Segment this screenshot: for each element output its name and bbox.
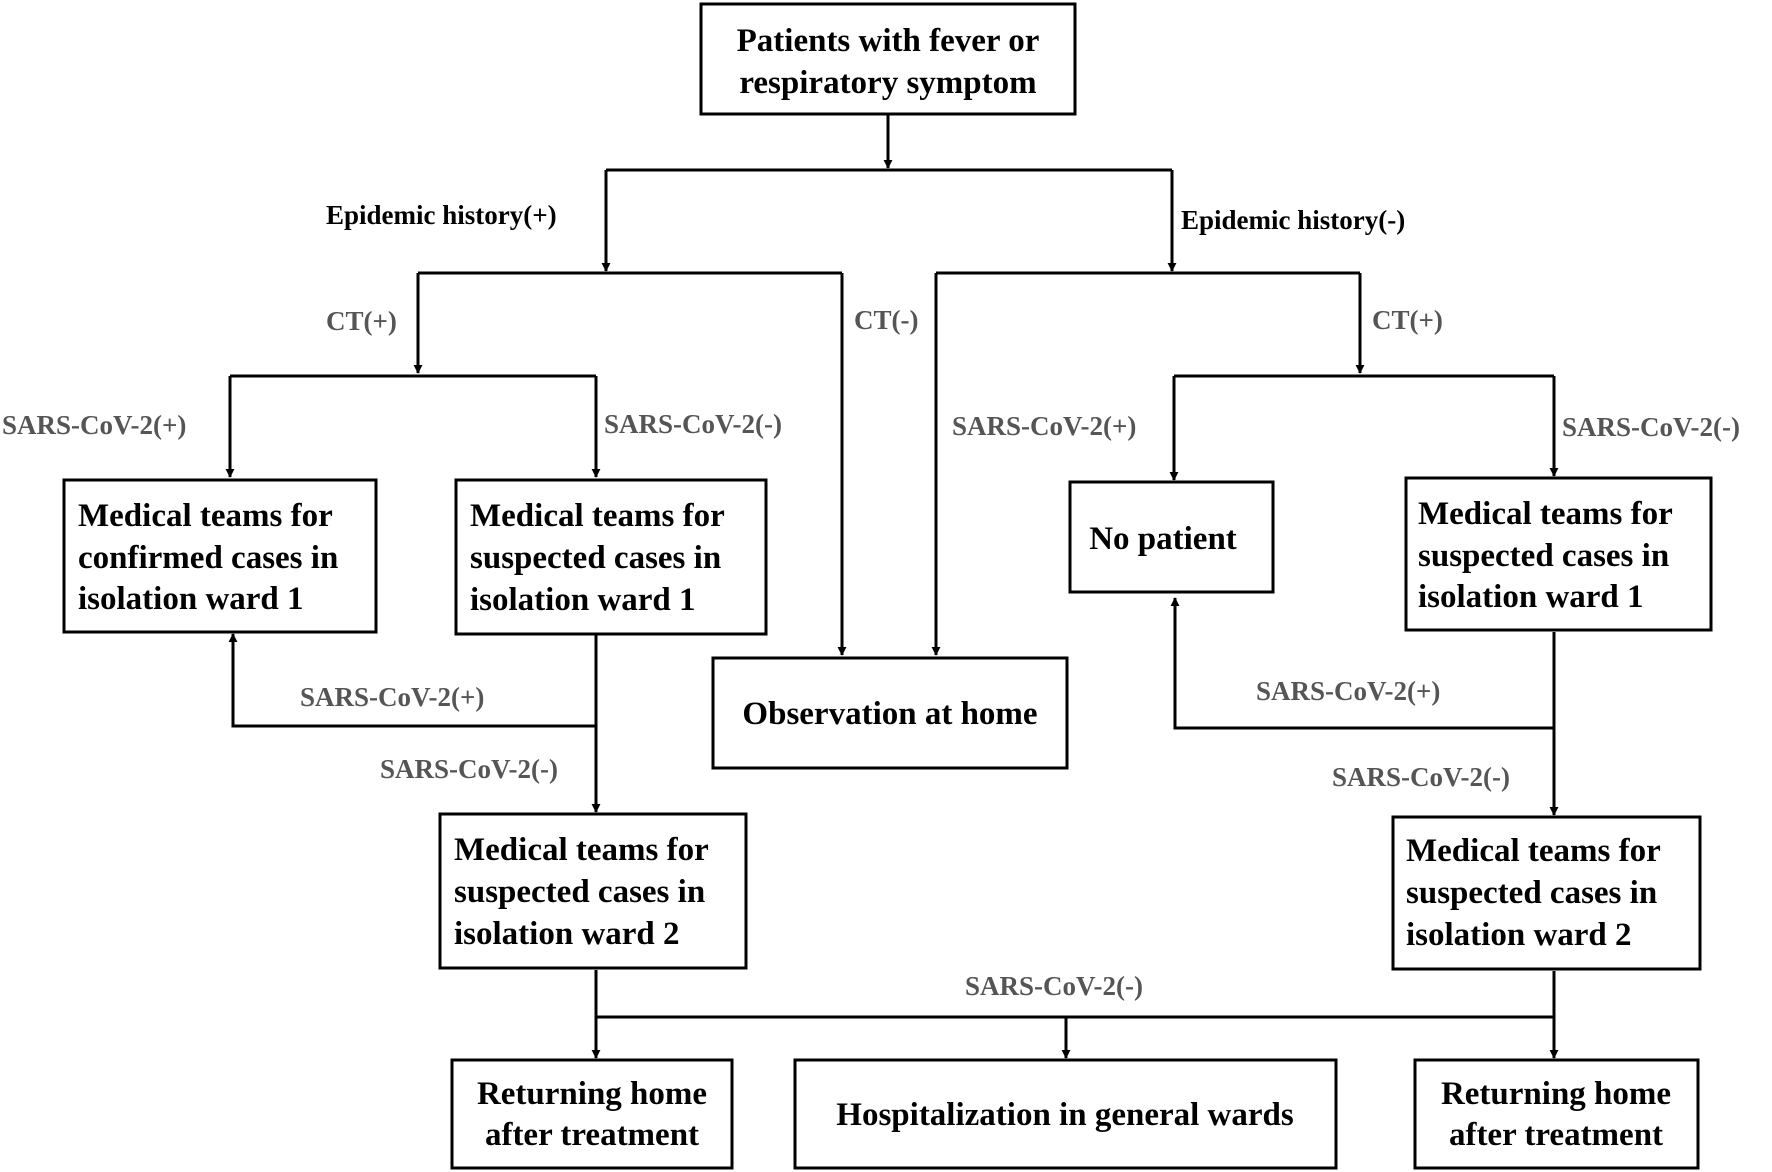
- label-sars-neg-bottom: SARS-CoV-2(-): [965, 971, 1143, 1001]
- suspected-ward2-left-line-1: Medical teams for: [454, 832, 709, 868]
- hospitalization-box: Hospitalization in general wards: [793, 1058, 1338, 1170]
- suspected-ward2-left-line-2: suspected cases in: [454, 874, 705, 910]
- label-sars-neg-right: SARS-CoV-2(-): [1562, 412, 1740, 442]
- label-sars-neg-down-right: SARS-CoV-2(-): [1332, 762, 1510, 792]
- arrow-right-feedback: [1170, 597, 1554, 730]
- label-sars-pos-left: SARS-CoV-2(+): [2, 410, 186, 440]
- label-sars-neg-left: SARS-CoV-2(-): [604, 409, 782, 439]
- observation-box: Observation at home: [711, 656, 1069, 770]
- arrow-left-feedback: [228, 633, 596, 728]
- connectors: [225, 114, 1559, 1059]
- label-sars-neg-down-left: SARS-CoV-2(-): [380, 754, 558, 784]
- return-home-right-line-1: Returning home: [1441, 1076, 1671, 1112]
- return-home-left-box: Returning home after treatment: [450, 1058, 734, 1170]
- confirmed-ward1-box: Medical teams for confirmed cases in iso…: [62, 478, 378, 634]
- label-epi-neg: Epidemic history(-): [1181, 205, 1405, 235]
- suspected-ward2-right-line-1: Medical teams for: [1406, 833, 1661, 869]
- label-sars-pos-back-right: SARS-CoV-2(+): [1256, 676, 1440, 706]
- suspected-ward1-right-box: Medical teams for suspected cases in iso…: [1404, 476, 1713, 632]
- hospitalization-line-1: Hospitalization in general wards: [836, 1097, 1294, 1133]
- start-box-line-1: Patients with fever or: [737, 23, 1040, 59]
- return-home-right-line-2: after treatment: [1449, 1117, 1663, 1153]
- no-patient-box: No patient: [1068, 480, 1275, 594]
- suspected-ward1-right-line-2: suspected cases in: [1418, 538, 1669, 574]
- suspected-ward2-right-line-3: isolation ward 2: [1406, 917, 1632, 953]
- label-epi-pos: Epidemic history(+): [326, 200, 557, 230]
- label-sars-pos-back-left: SARS-CoV-2(+): [300, 682, 484, 712]
- observation-line-1: Observation at home: [742, 696, 1037, 732]
- no-patient-line-1: No patient: [1089, 521, 1237, 557]
- suspected-ward2-right-box: Medical teams for suspected cases in iso…: [1391, 815, 1702, 971]
- suspected-ward1-left-line-1: Medical teams for: [470, 498, 725, 534]
- suspected-ward1-left-box: Medical teams for suspected cases in iso…: [454, 478, 768, 636]
- label-sars-pos-right: SARS-CoV-2(+): [952, 411, 1136, 441]
- return-home-right-box: Returning home after treatment: [1413, 1058, 1700, 1170]
- start-box: Patients with fever or respiratory sympt…: [699, 2, 1077, 116]
- return-home-left-line-2: after treatment: [485, 1117, 699, 1153]
- confirmed-ward1-line-2: confirmed cases in: [78, 540, 338, 576]
- start-box-line-2: respiratory symptom: [739, 65, 1036, 101]
- suspected-ward2-right-line-2: suspected cases in: [1406, 875, 1657, 911]
- confirmed-ward1-line-1: Medical teams for: [78, 498, 333, 534]
- suspected-ward2-left-box: Medical teams for suspected cases in iso…: [438, 812, 748, 970]
- return-home-left-line-1: Returning home: [477, 1076, 707, 1112]
- suspected-ward1-left-line-2: suspected cases in: [470, 540, 721, 576]
- confirmed-ward1-line-3: isolation ward 1: [78, 581, 304, 617]
- suspected-ward1-left-line-3: isolation ward 1: [470, 582, 696, 618]
- edge-labels: Epidemic history(+) Epidemic history(-) …: [2, 200, 1740, 1001]
- label-ct-pos-right: CT(+): [1372, 305, 1443, 335]
- label-ct-pos-left: CT(+): [326, 306, 397, 336]
- suspected-ward1-right-line-1: Medical teams for: [1418, 496, 1673, 532]
- suspected-ward2-left-line-3: isolation ward 2: [454, 916, 680, 952]
- label-ct-neg: CT(-): [854, 305, 918, 335]
- suspected-ward1-right-line-3: isolation ward 1: [1418, 579, 1644, 615]
